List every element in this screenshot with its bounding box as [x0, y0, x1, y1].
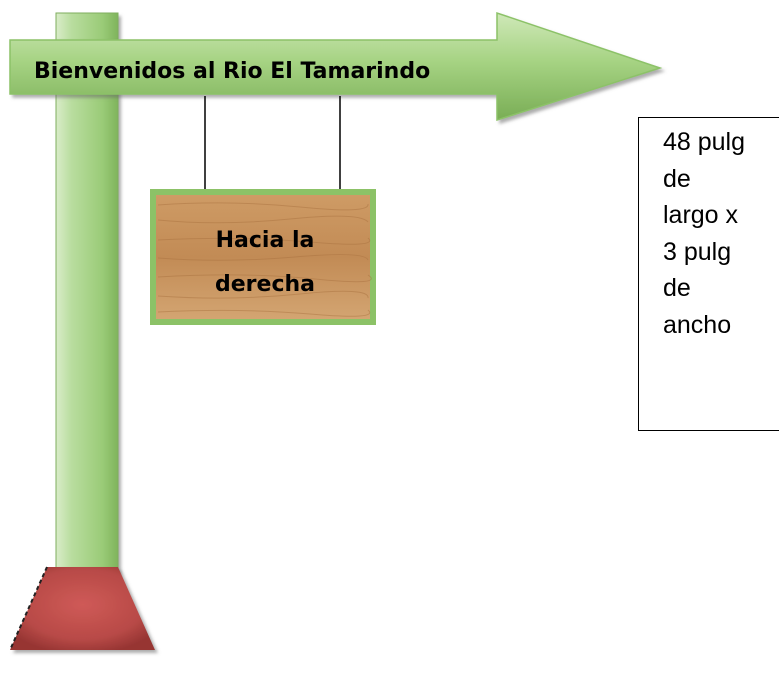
hanging-sign-line-2: derecha	[215, 272, 315, 297]
arrow-sign-text: Bienvenidos al Rio El Tamarindo	[34, 59, 430, 84]
signpost-base	[9, 566, 155, 651]
dimension-note-box: 48 pulg de largo x 3 pulg de ancho	[638, 117, 779, 431]
hanging-sign-line-1: Hacia la	[216, 228, 315, 253]
signpost-pole	[55, 12, 119, 574]
arrow-sign: Bienvenidos al Rio El Tamarindo	[9, 11, 663, 122]
hanging-ropes	[204, 96, 341, 192]
wood-grain	[157, 202, 372, 317]
dimension-note-text: 48 pulg de largo x 3 pulg de ancho	[663, 128, 746, 339]
hanging-sign: Hacia la derecha	[150, 189, 376, 325]
